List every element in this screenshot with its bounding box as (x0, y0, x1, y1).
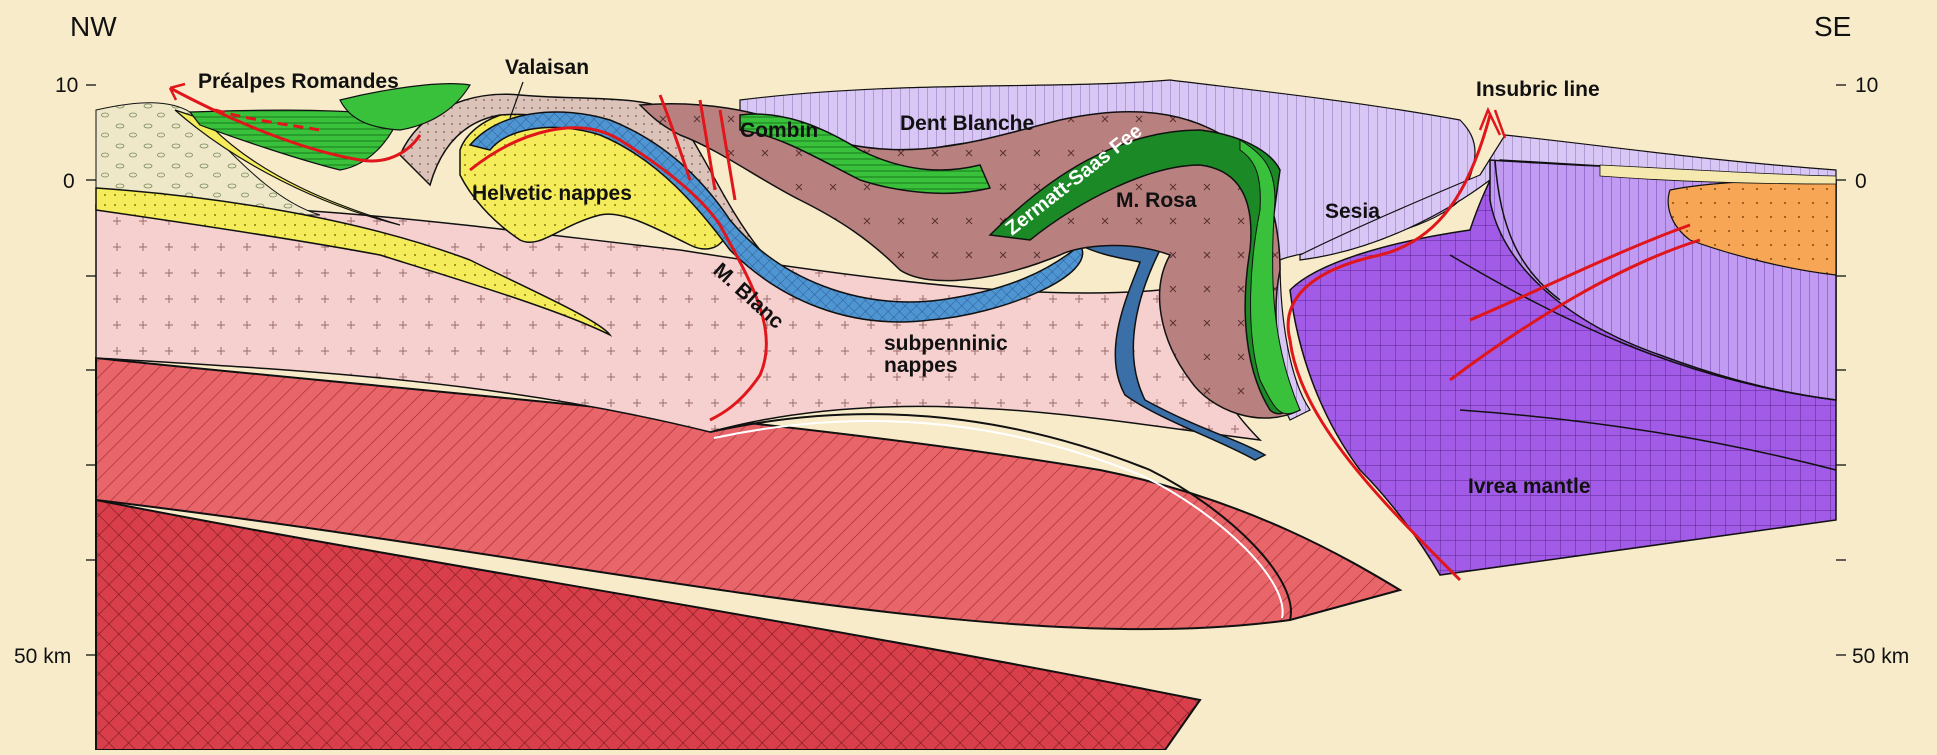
orientation-nw: NW (70, 11, 117, 42)
left-tick-50km: 50 km (14, 645, 71, 668)
label-nappes: nappes (884, 354, 958, 377)
left-tick-10: 10 (55, 74, 78, 97)
label-ivrea: Ivrea mantle (1468, 475, 1591, 498)
right-tick-0: 0 (1855, 170, 1867, 193)
label-helvetic: Helvetic nappes (472, 182, 632, 205)
orientation-se: SE (1814, 11, 1851, 42)
right-tick-10: 10 (1855, 74, 1878, 97)
left-tick-0: 0 (63, 170, 75, 193)
label-insubric: Insubric line (1476, 78, 1600, 101)
label-combin: Combin (740, 119, 818, 142)
label-prealpes: Préalpes Romandes (198, 70, 399, 93)
label-dent-blanche: Dent Blanche (900, 112, 1034, 135)
right-axis (1836, 85, 1846, 655)
right-tick-50km: 50 km (1852, 645, 1909, 668)
label-mrosa: M. Rosa (1116, 189, 1197, 212)
label-subpenninic: subpenninic (884, 332, 1008, 355)
label-sesia: Sesia (1325, 200, 1380, 223)
left-axis (86, 85, 96, 655)
label-valaisan: Valaisan (505, 56, 589, 79)
